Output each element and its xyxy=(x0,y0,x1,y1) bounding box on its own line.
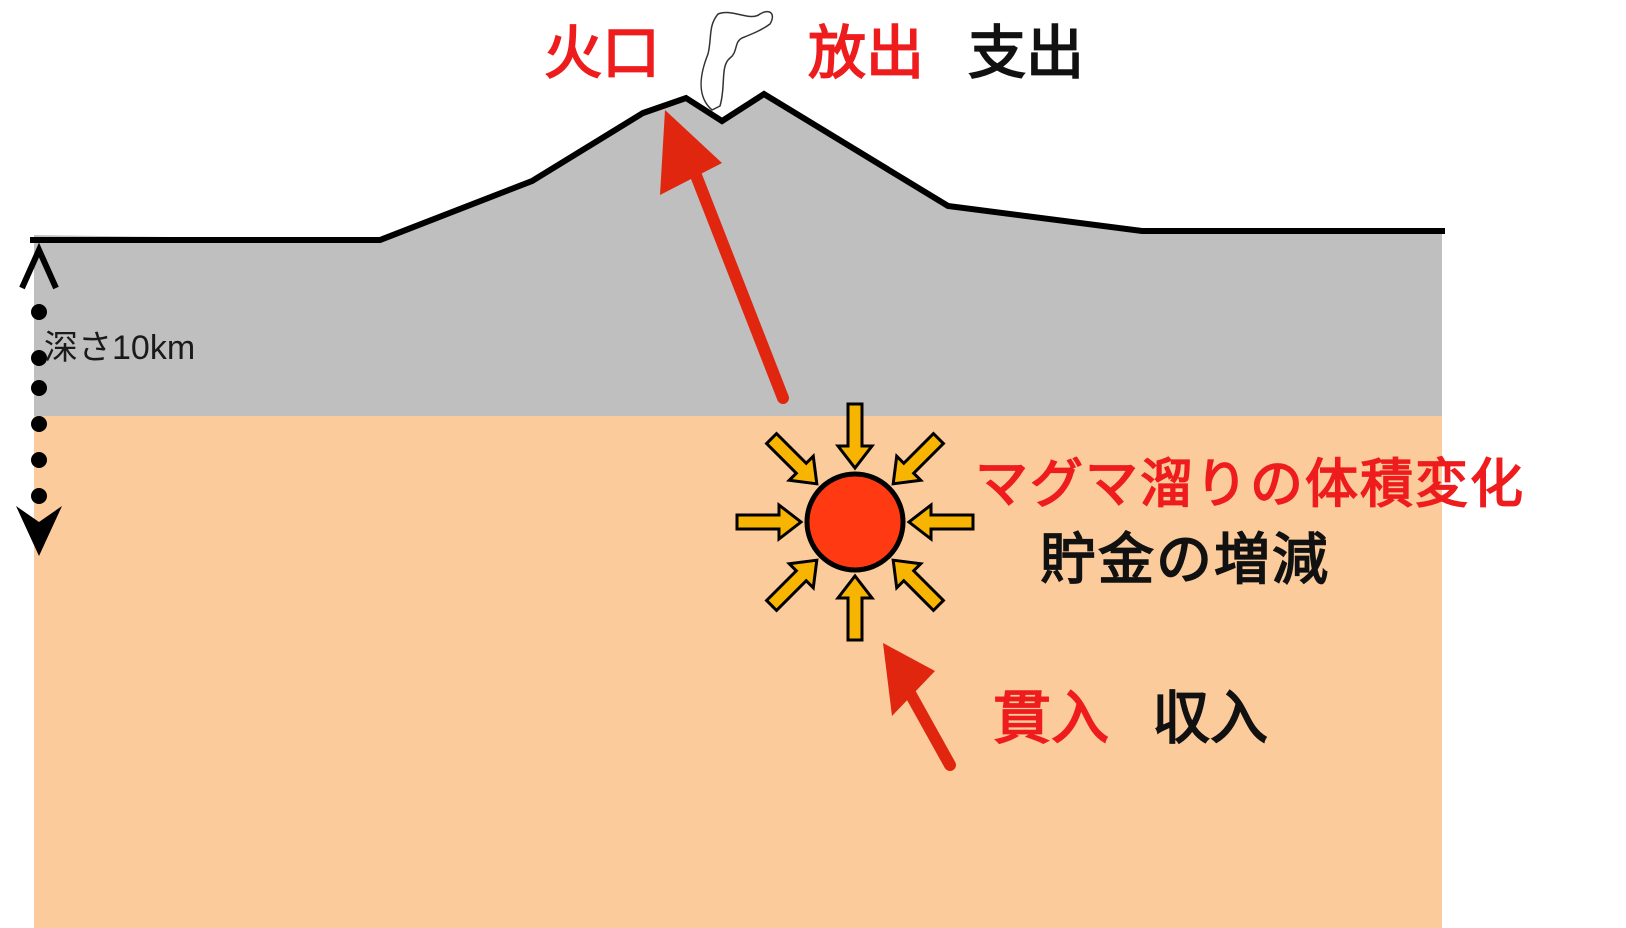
inward-arrow-top xyxy=(834,402,876,471)
inward-arrow-left xyxy=(735,501,804,543)
vent-label: 火口 xyxy=(544,19,661,87)
depth-arrow-head-bottom xyxy=(16,506,62,556)
depth-scale-arrow xyxy=(16,242,62,556)
depth-label: 深さ10km xyxy=(44,329,196,367)
intrusion-arrow xyxy=(883,643,956,771)
chamber-inward-arrows xyxy=(735,402,975,642)
eruption-plume-icon xyxy=(700,10,774,111)
emission-label: 放出 xyxy=(808,19,925,87)
inward-arrow-upper-right xyxy=(891,431,946,486)
inward-arrow-bottom xyxy=(834,573,876,642)
inward-arrow-lower-left xyxy=(764,558,819,613)
upper-crust-layer xyxy=(34,94,1442,416)
chamber-volume-change-label: マグマ溜りの体積変化 xyxy=(975,454,1525,515)
depth-arrow-head-top xyxy=(19,242,59,290)
savings-label: 貯金の増減 xyxy=(1040,528,1330,593)
emission-arrow xyxy=(660,110,789,404)
magma-chamber xyxy=(804,471,906,573)
ground-surface-line xyxy=(30,90,1445,243)
inward-arrow-right xyxy=(906,501,975,543)
inward-arrow-upper-left xyxy=(764,431,819,486)
expenditure-label: 支出 xyxy=(968,19,1085,87)
intrusion-label: 貫入 xyxy=(993,684,1110,752)
inward-arrow-lower-right xyxy=(891,558,946,613)
income-label: 収入 xyxy=(1152,684,1269,752)
lower-crust-layer xyxy=(34,416,1442,928)
